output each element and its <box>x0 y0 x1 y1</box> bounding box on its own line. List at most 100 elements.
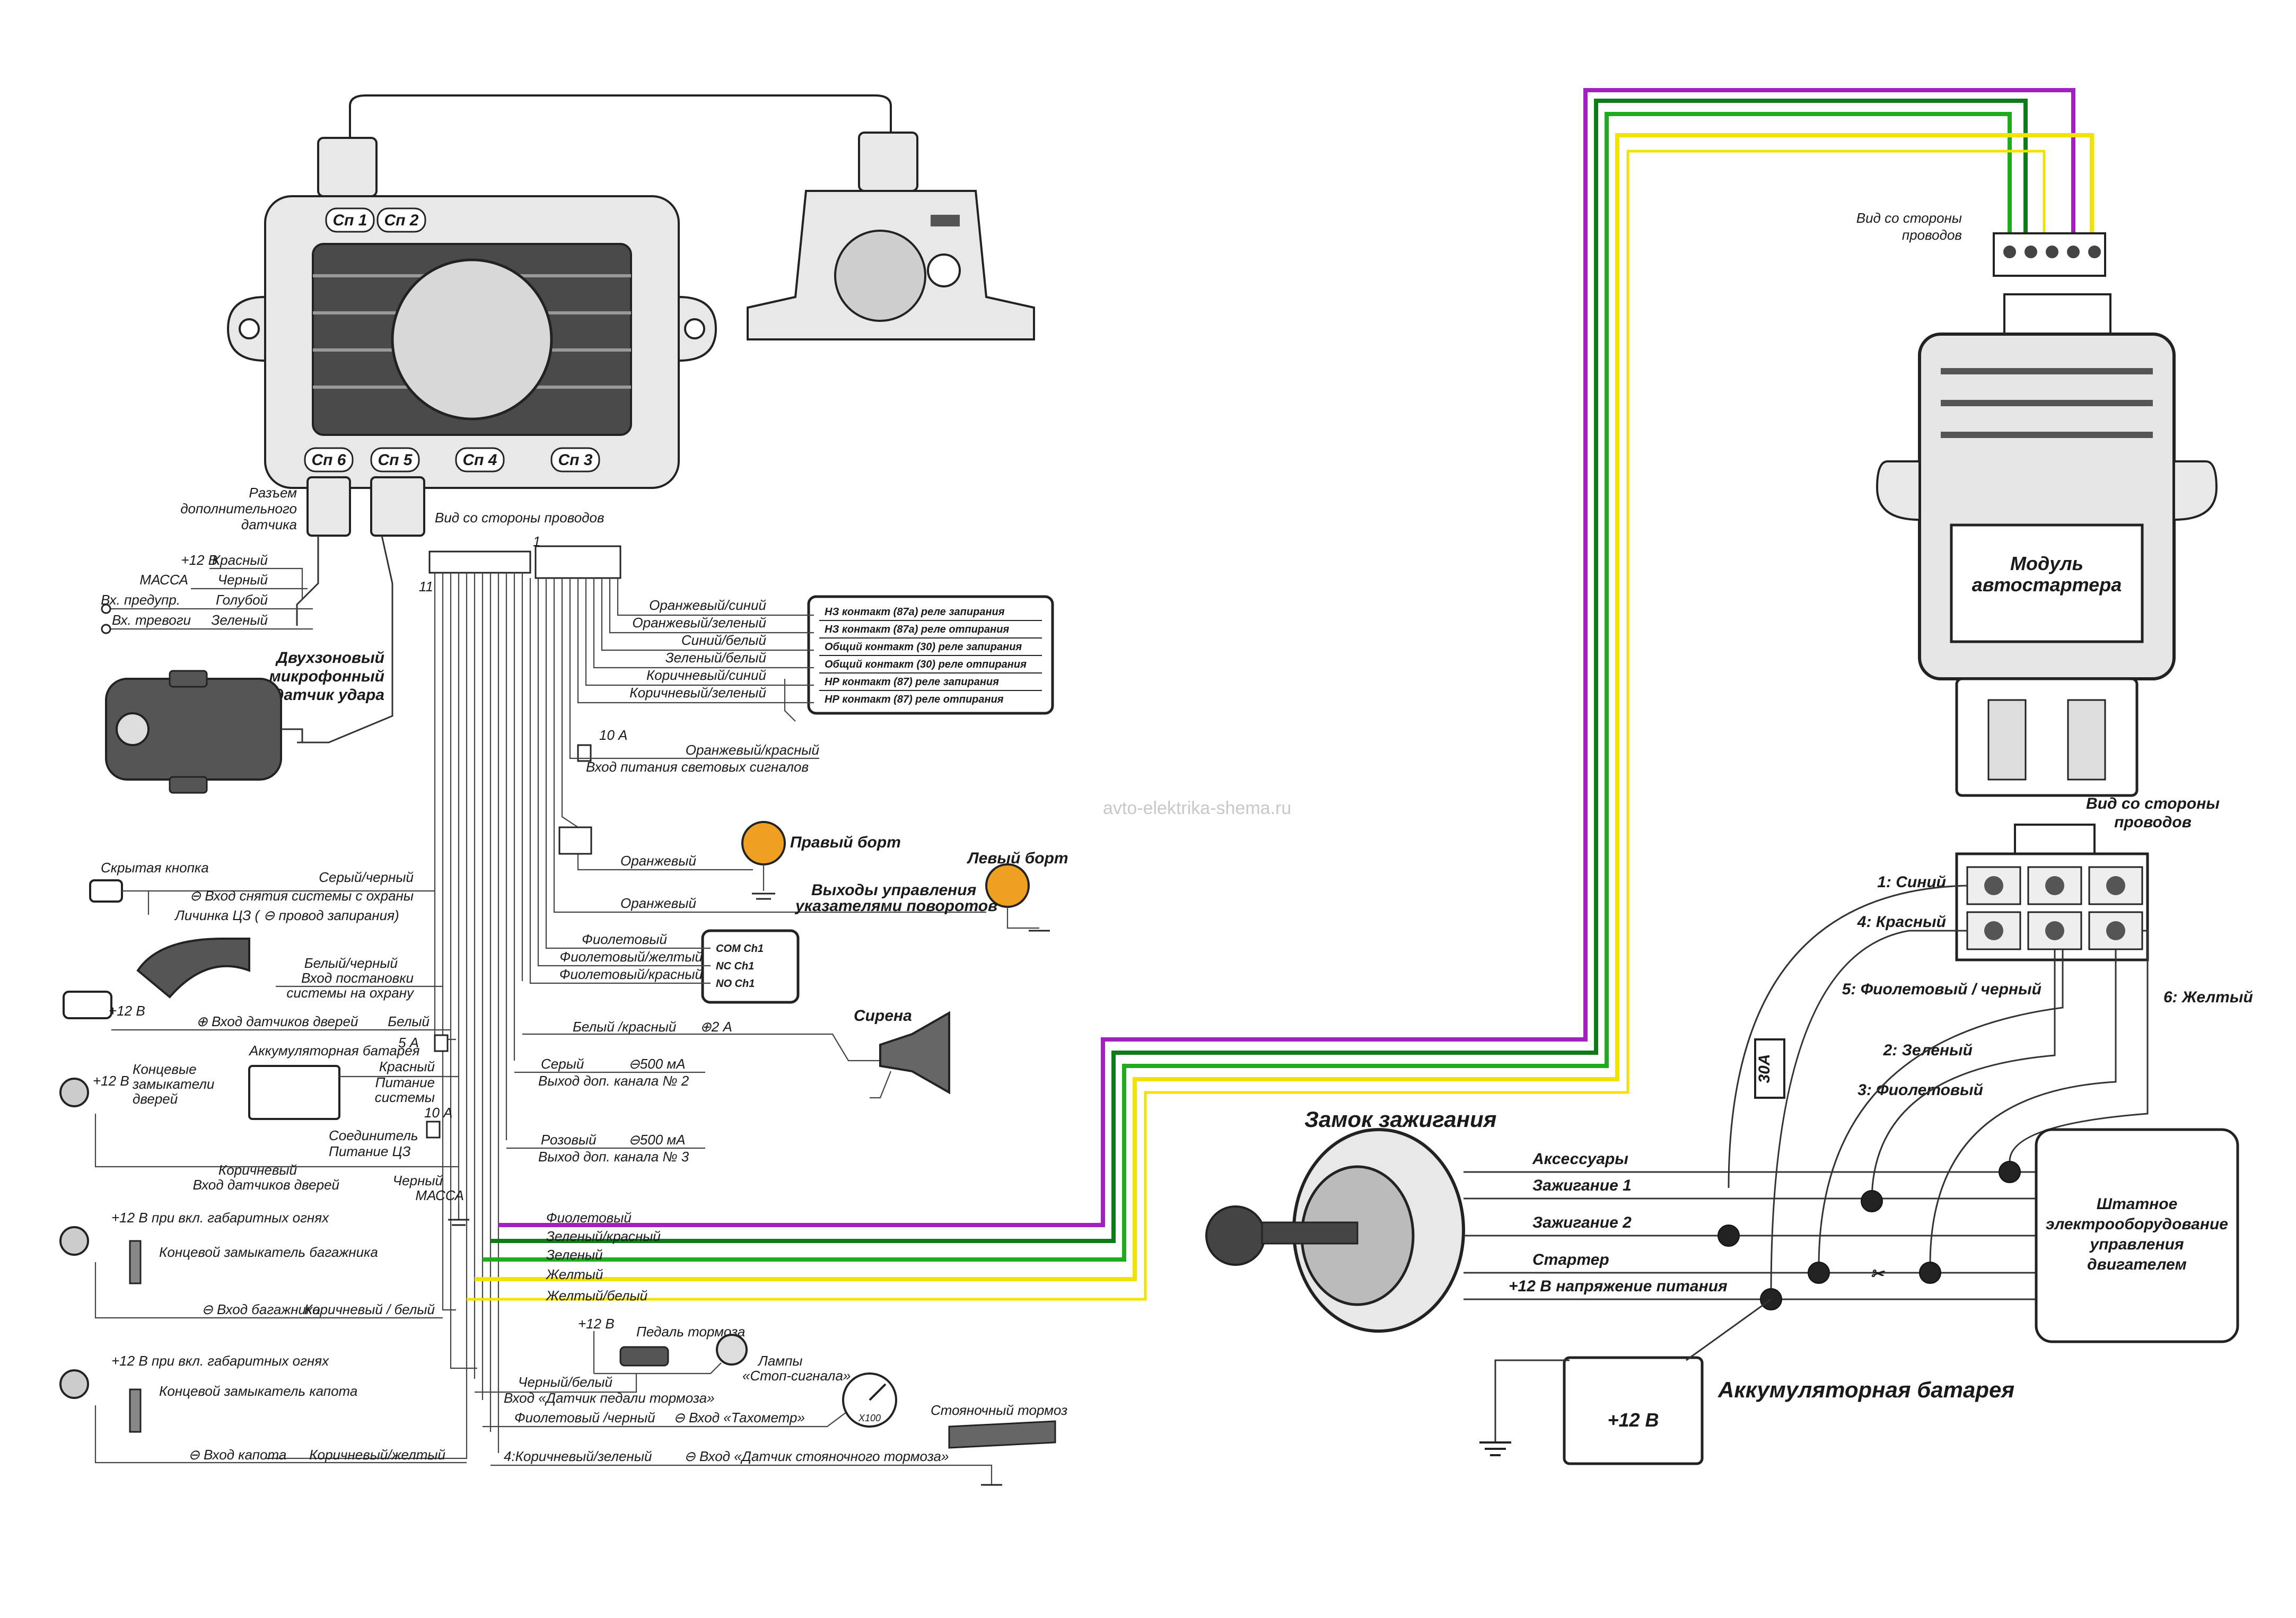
svg-text:Черный: Черный <box>393 1173 443 1188</box>
brake-inputs: +12 В Педаль тормоза Лампы «Стоп-сигнала… <box>475 1316 1067 1486</box>
fuse-10a-cl-icon <box>426 1121 441 1139</box>
extra-sensor-rows: +12 В Красный МАССА Черный Вх. предупр. … <box>101 552 313 634</box>
svg-text:системы на охрану: системы на охрану <box>286 985 415 1001</box>
svg-text:NO Ch1: NO Ch1 <box>716 978 755 990</box>
svg-text:Зеленый: Зеленый <box>211 612 268 628</box>
svg-text:⊖ Вход капота: ⊖ Вход капота <box>188 1447 286 1463</box>
top-connector-left <box>317 137 378 197</box>
svg-text:Коричневый/зеленый: Коричневый/зеленый <box>629 685 766 701</box>
svg-text:автостартера: автостартера <box>1972 574 2122 596</box>
autostart-module: Вид со стороны проводов Модуль автостарт… <box>1728 210 2253 1295</box>
svg-text:Вид со стороны: Вид со стороны <box>1856 210 1962 226</box>
extra-sensor-connector: Разъем дополнительного датчика +12 В Кра… <box>101 485 393 744</box>
svg-text:1: 1 <box>533 533 540 549</box>
connector-labels: Сп 1 Сп 2 Сп 6 Сп 5 Сп 4 Сп 3 <box>304 207 600 473</box>
svg-text:Желтый: Желтый <box>545 1266 603 1282</box>
svg-text:Вх. тревоги: Вх. тревоги <box>112 612 191 628</box>
shock-sensor: Двухзоновый микрофонный датчик удара <box>105 649 384 794</box>
svg-text:МАССА: МАССА <box>139 572 188 588</box>
parking-brake-icon <box>948 1420 1056 1449</box>
svg-text:Выходы управления: Выходы управления <box>811 881 977 899</box>
battery-icon <box>248 1065 340 1120</box>
svg-text:Фиолетовый /черный: Фиолетовый /черный <box>514 1410 655 1425</box>
svg-text:Фиолетовый/желтый: Фиолетовый/желтый <box>560 949 703 965</box>
svg-text:Общий контакт (30) реле отпира: Общий контакт (30) реле отпирания <box>825 659 1027 670</box>
svg-text:6: Желтый: 6: Желтый <box>2163 989 2253 1006</box>
svg-text:⊕2 А: ⊕2 А <box>700 1019 732 1035</box>
ignition-switch: Замок зажигания Аксессуары Зажигание 1 З… <box>1205 1107 2036 1333</box>
svg-text:Оранжевый/красный: Оранжевый/красный <box>686 742 819 758</box>
svg-text:+12 В: +12 В <box>181 552 217 568</box>
svg-text:COM Ch1: COM Ch1 <box>716 943 764 955</box>
svg-text:Оранжевый: Оранжевый <box>620 853 696 869</box>
svg-text:10 А: 10 А <box>424 1105 453 1121</box>
trunk-lamp-icon <box>59 1226 89 1256</box>
brake-pedal-icon <box>619 1346 669 1367</box>
svg-text:дополнительного: дополнительного <box>180 501 297 517</box>
door-handle-icon <box>136 938 250 999</box>
svg-text:Белый/черный: Белый/черный <box>304 955 398 971</box>
ignition-lines: Аксессуары Зажигание 1 Зажигание 2 Старт… <box>1464 1150 2036 1300</box>
siren-icon <box>879 1011 950 1095</box>
svg-text:⊖500 мА: ⊖500 мА <box>628 1132 686 1148</box>
svg-text:Розовый: Розовый <box>541 1132 597 1148</box>
svg-text:Общий контакт (30) реле запира: Общий контакт (30) реле запирания <box>825 641 1022 653</box>
right-lamp-icon <box>741 821 786 865</box>
svg-text:замыкатели: замыкатели <box>132 1076 214 1092</box>
main-battery-icon <box>1563 1356 1704 1465</box>
svg-text:4: Красный: 4: Красный <box>1857 913 1946 931</box>
svg-text:датчик удара: датчик удара <box>274 686 384 704</box>
svg-text:Зажигание 1: Зажигание 1 <box>1532 1177 1632 1194</box>
fuse-5a-icon <box>434 1034 449 1052</box>
hood-lamp-icon <box>59 1369 89 1399</box>
scissors-icon: ✂ <box>1870 1265 1885 1283</box>
svg-text:Серый/черный: Серый/черный <box>319 869 414 885</box>
svg-text:Левый борт: Левый борт <box>967 850 1068 867</box>
svg-text:проводов: проводов <box>1902 227 1962 243</box>
svg-text:10 А: 10 А <box>599 727 628 743</box>
conn5-label: Сп 5 <box>378 451 413 469</box>
svg-text:Черный/белый: Черный/белый <box>518 1374 612 1390</box>
fuse-30a-icon <box>1754 1038 1785 1099</box>
svg-text:НР контакт (87) реле запирания: НР контакт (87) реле запирания <box>825 676 999 688</box>
svg-text:+12 В: +12 В <box>109 1003 145 1019</box>
svg-text:НР контакт (87) реле отпирания: НР контакт (87) реле отпирания <box>825 694 1004 705</box>
svg-text:+12 В: +12 В <box>578 1316 615 1332</box>
hidden-button-icon <box>89 879 123 903</box>
svg-text:Концевые: Концевые <box>133 1061 197 1077</box>
svg-text:Синий/белый: Синий/белый <box>681 632 766 648</box>
svg-text:Выход доп. канала № 2: Выход доп. канала № 2 <box>538 1073 689 1089</box>
svg-text:+12 В при вкл. габаритных огня: +12 В при вкл. габаритных огнях <box>111 1210 329 1226</box>
svg-text:системы: системы <box>375 1089 435 1105</box>
svg-text:⊕ Вход датчиков дверей: ⊕ Вход датчиков дверей <box>196 1013 358 1029</box>
svg-text:5 А: 5 А <box>398 1035 419 1051</box>
svg-text:+12 В при вкл. габаритных огня: +12 В при вкл. габаритных огнях <box>111 1353 329 1369</box>
svg-text:Фиолетовый/красный: Фиолетовый/красный <box>559 966 703 982</box>
svg-text:Оранжевый/синий: Оранжевый/синий <box>649 597 766 613</box>
svg-text:Аккумуляторная батарея: Аккумуляторная батарея <box>248 1043 420 1059</box>
svg-text:микрофонный: микрофонный <box>269 668 384 685</box>
svg-text:+12 В: +12 В <box>1607 1409 1659 1431</box>
svg-text:Желтый/белый: Желтый/белый <box>545 1288 647 1304</box>
svg-text:+12 В напряжение питания: +12 В напряжение питания <box>1509 1278 1728 1295</box>
svg-text:проводов: проводов <box>2114 814 2192 831</box>
svg-text:Вход постановки: Вход постановки <box>301 970 414 986</box>
svg-text:двигателем: двигателем <box>2087 1256 2187 1273</box>
svg-text:электрооборудование: электрооборудование <box>2046 1215 2228 1233</box>
svg-text:Модуль: Модуль <box>2010 553 2083 574</box>
svg-text:⊖ Вход «Датчик стояночного тор: ⊖ Вход «Датчик стояночного тормоза» <box>684 1448 949 1464</box>
svg-text:NC Ch1: NC Ch1 <box>716 960 754 972</box>
svg-text:Лампы: Лампы <box>757 1353 803 1369</box>
autostart-wires: Фиолетовый Зеленый/красный Зеленый Желты… <box>467 88 2094 1304</box>
svg-text:4:Коричневый/зеленый: 4:Коричневый/зеленый <box>504 1448 652 1464</box>
top-connector-right <box>858 132 918 192</box>
conn6-label: Сп 6 <box>311 451 346 469</box>
left-inputs: Скрытая кнопка Серый/черный ⊖ Вход сняти… <box>59 860 469 1464</box>
svg-text:Питание ЦЗ: Питание ЦЗ <box>329 1143 410 1159</box>
svg-text:Коричневый / белый: Коричневый / белый <box>304 1301 435 1317</box>
svg-text:Скрытая кнопка: Скрытая кнопка <box>101 860 209 876</box>
svg-text:+12 В: +12 В <box>93 1073 129 1089</box>
svg-text:Красный: Красный <box>212 552 268 568</box>
svg-text:Двухзоновый: Двухзоновый <box>275 649 384 667</box>
conn3-label: Сп 3 <box>558 451 592 469</box>
